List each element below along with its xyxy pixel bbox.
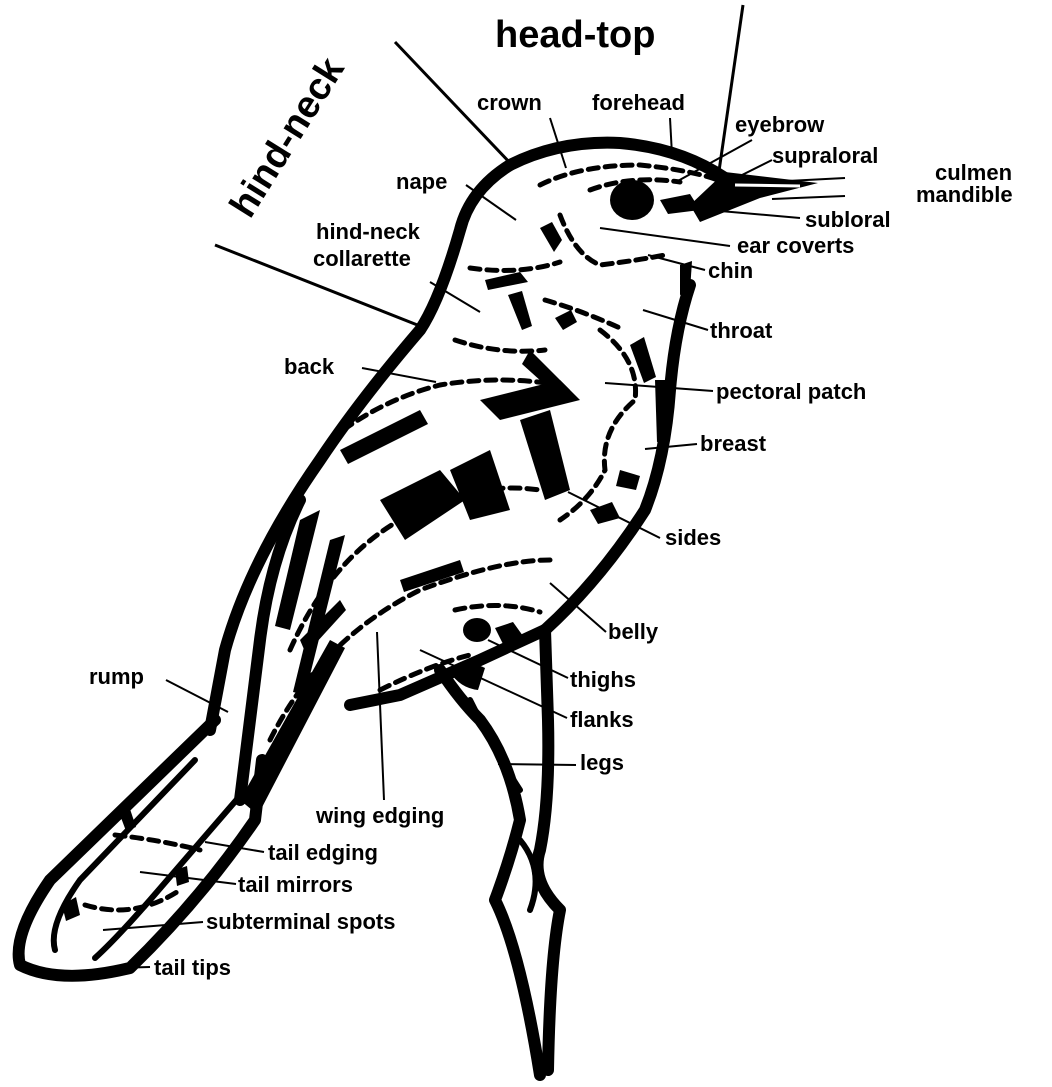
wing [240, 380, 580, 815]
label-tail-tips: tail tips [154, 955, 231, 980]
tail-shape [19, 720, 262, 976]
label-tail-mirrors: tail mirrors [238, 872, 353, 897]
label-forehead: forehead [592, 90, 685, 115]
label-breast: breast [700, 431, 767, 456]
label-throat: throat [710, 318, 773, 343]
hind-neck-region-label: hind-neck [222, 50, 353, 225]
head-top-region-label: head-top [495, 14, 655, 56]
label-eyebrow: eyebrow [735, 112, 825, 137]
label-thighs: thighs [570, 667, 636, 692]
label-collarette: collarette [313, 246, 411, 271]
label-legs: legs [580, 750, 624, 775]
label-subterminal-spots: subterminal spots [206, 909, 395, 934]
label-wing-edging: wing edging [315, 803, 444, 828]
label-flanks: flanks [570, 707, 634, 732]
label-sides: sides [665, 525, 721, 550]
label-chin: chin [708, 258, 753, 283]
label-crown: crown [477, 90, 542, 115]
label-leaders [103, 118, 845, 968]
label-nape: nape [396, 169, 447, 194]
label-tail-edging: tail edging [268, 840, 378, 865]
label-rump: rump [89, 664, 144, 689]
legs-and-feet [440, 630, 560, 1075]
label-back: back [284, 354, 335, 379]
label-supraloral: supraloral [772, 143, 878, 168]
label-subloral: subloral [805, 207, 891, 232]
label-hind-neck: hind-neck [316, 219, 421, 244]
label-pectoral-patch: pectoral patch [716, 379, 866, 404]
label-belly: belly [608, 619, 659, 644]
bird-illustration [19, 143, 818, 1075]
label-ear-coverts: ear coverts [737, 233, 854, 258]
label-mandible: mandible [916, 182, 1013, 207]
